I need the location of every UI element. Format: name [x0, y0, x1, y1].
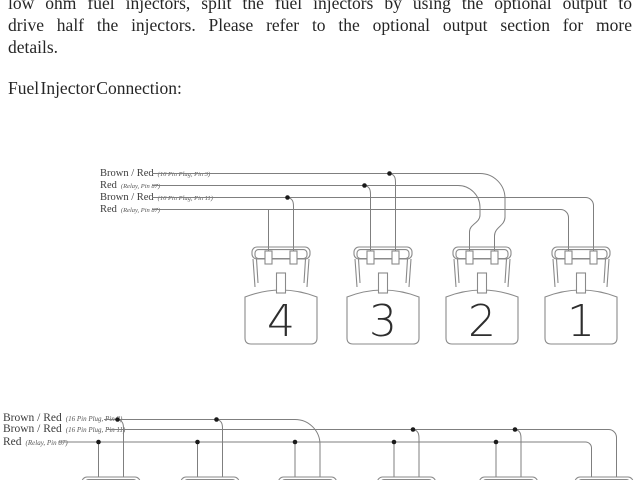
paragraph-line: drive half the injectors. Please refer t…: [8, 15, 632, 35]
wire-label: Brown / Red (16 Pin Plug, Pin 11): [100, 187, 213, 205]
paragraph-line: details.: [8, 37, 59, 57]
junction-dot: [493, 439, 499, 445]
wire-label: Brown / Red (16 Pin Plug, Pin 3): [3, 408, 122, 426]
injector-number: 1: [567, 296, 595, 347]
wire-label: Brown / Red (16 Pin Plug, Pin 3): [100, 163, 210, 181]
paragraph-line: low ohm fuel injectors, split the fuel i…: [8, 0, 632, 13]
junction-dot: [387, 171, 392, 176]
wire-branch: [216, 419, 223, 477]
injector-number: 2: [468, 296, 496, 347]
wire-label: Brown / Red (16 Pin Plug, Pin 11): [3, 419, 125, 437]
wire-red-relay87: [58, 441, 592, 477]
wire-color-name: Red: [100, 180, 117, 191]
junction-dot: [391, 439, 397, 445]
junction-dot: [115, 417, 120, 422]
junction-dot: [362, 183, 367, 188]
wire-label: Red (Relay, Pin 87): [100, 199, 160, 217]
paragraph: low ohm fuel injectors, split the fuel i…: [8, 0, 632, 58]
wire-pin-detail: (Relay, Pin 87): [120, 207, 161, 214]
wire-pin-detail: (Relay, Pin 87): [25, 438, 68, 447]
junction-dot: [512, 427, 518, 432]
top-wiring-diagram: 4 3 2 1: [152, 171, 618, 347]
wire-branch: [389, 173, 397, 251]
wire-pin-detail: (16 Pin Plug, Pin 3): [157, 171, 211, 178]
wire-branch: [117, 419, 124, 477]
wire-label: Red (Relay, Pin 87): [3, 432, 68, 450]
wire-red-relay87: [152, 185, 481, 251]
wire-pin-detail: (Relay, Pin 87): [120, 183, 161, 190]
wire-branch: [514, 429, 522, 477]
wire-color-name: Brown / Red: [3, 412, 62, 424]
junction-dot: [214, 417, 219, 422]
junction-dot: [292, 439, 298, 445]
bottom-wiring-diagram: [58, 417, 640, 480]
wire-branch: [364, 185, 371, 251]
wire-pin-detail: (16 Pin Plug, Pin 11): [157, 195, 213, 202]
wire-branch: [287, 197, 294, 251]
wire-brownred-pin11: [107, 429, 617, 477]
wire-pin-detail: (16 Pin Plug, Pin 3): [65, 415, 123, 423]
junction-dot: [285, 195, 290, 200]
wire-label: Red (Relay, Pin 87): [100, 175, 160, 193]
wire-brownred-pin3: [104, 419, 321, 477]
wire-color-name: Brown / Red: [100, 192, 154, 203]
junction-dot: [410, 427, 416, 432]
junction-dot: [96, 439, 101, 445]
wire-brownred-pin3: [152, 173, 506, 251]
section-heading: Fuel Injector Connection:: [8, 78, 182, 98]
wire-color-name: Brown / Red: [3, 422, 62, 435]
wire-branch: [412, 429, 420, 477]
junction-dot: [195, 439, 200, 445]
wire-brownred-pin11: [152, 197, 594, 251]
injector-number: 4: [267, 296, 295, 347]
wire-color-name: Red: [3, 435, 22, 448]
wire-red-relay87: [152, 209, 569, 251]
wire-color-name: Red: [100, 204, 117, 215]
wire-pin-detail: (16 Pin Plug, Pin 11): [65, 425, 126, 434]
wire-color-name: Brown / Red: [100, 168, 154, 179]
injector-number: 3: [369, 296, 397, 347]
